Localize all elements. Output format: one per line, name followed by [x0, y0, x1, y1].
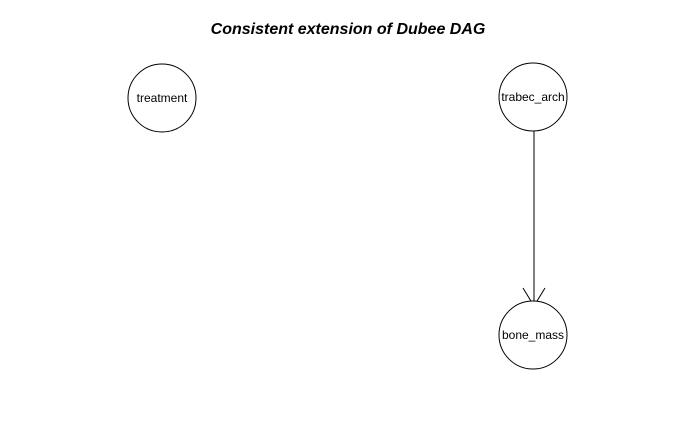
node-bone-mass: bone_mass [498, 300, 568, 370]
diagram-title: Consistent extension of Dubee DAG [211, 21, 486, 38]
node-treatment: treatment [127, 63, 197, 133]
node-label: bone_mass [502, 328, 564, 342]
edge-trabec-arch-to-bone-mass [522, 118, 546, 307]
node-label: treatment [137, 91, 188, 105]
node-label: trabec_arch [501, 90, 564, 104]
node-circle [498, 62, 568, 132]
node-trabec-arch: trabec_arch [498, 62, 568, 132]
node-circle [127, 63, 197, 133]
node-circle [498, 300, 568, 370]
